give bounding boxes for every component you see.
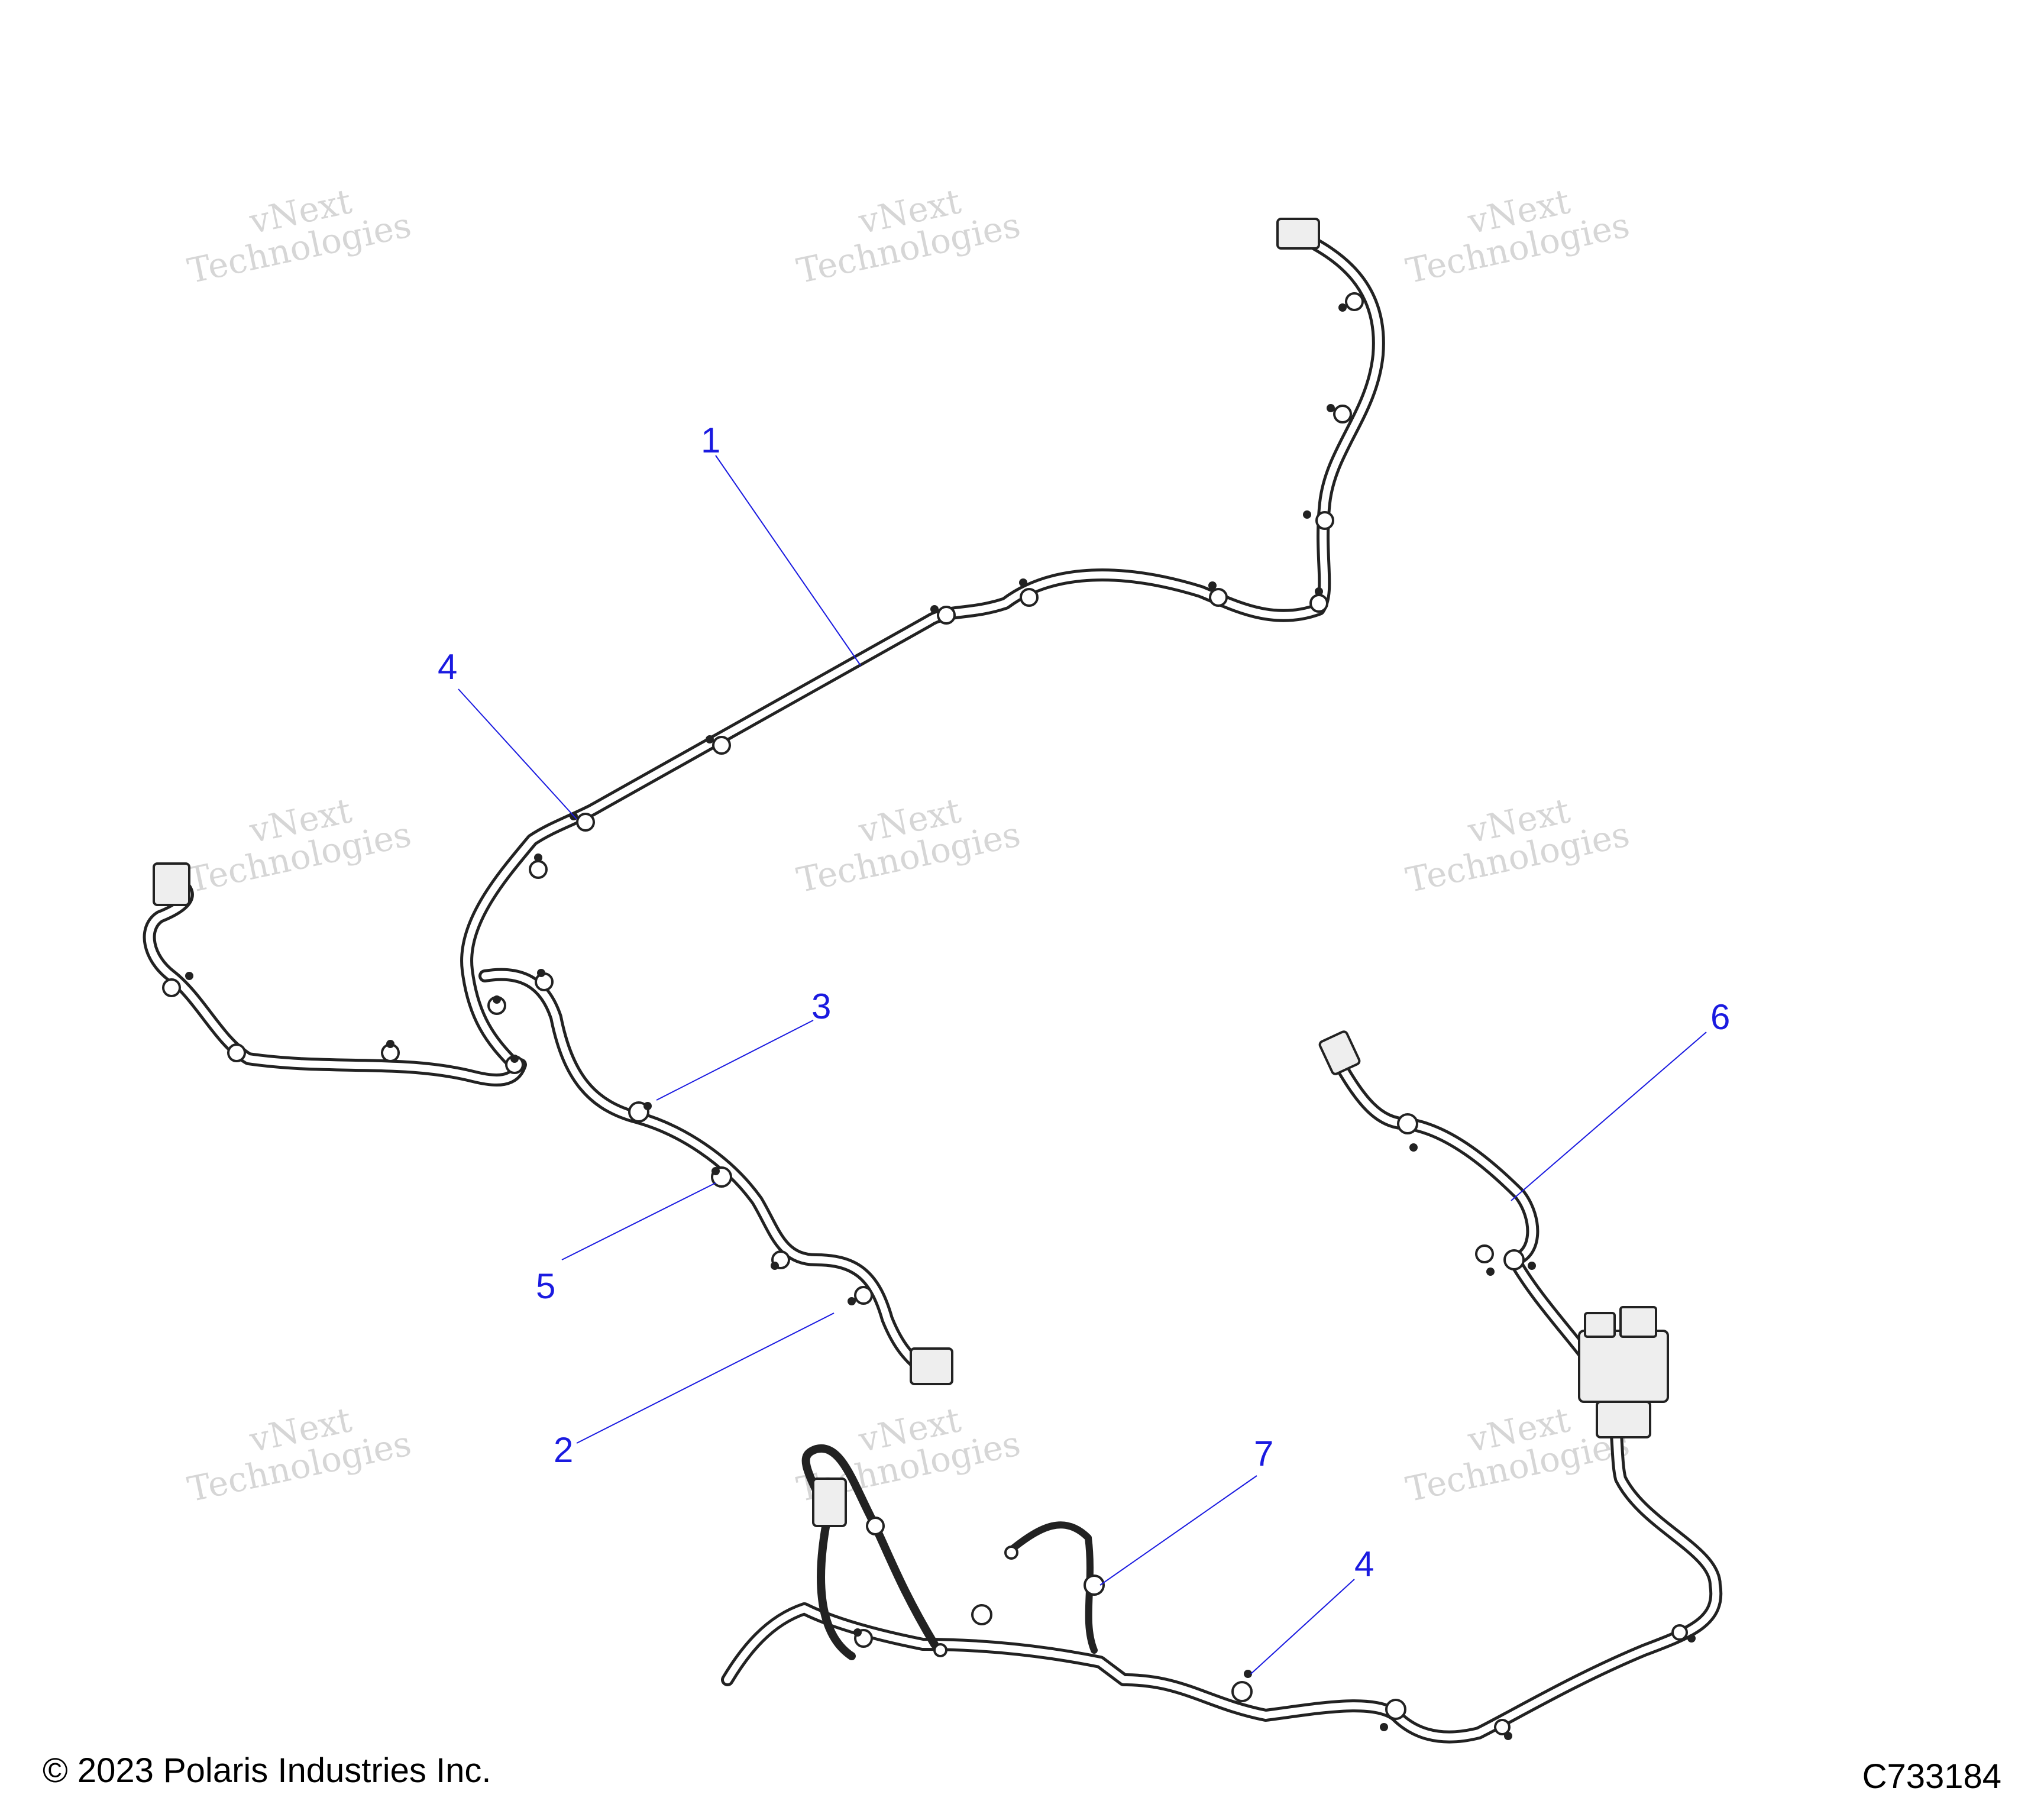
lower-harness (721, 1030, 1723, 1744)
bottom-connector (910, 1347, 953, 1385)
watermark: vNext Technologies (1402, 181, 1633, 291)
callout-leaders (458, 455, 1707, 1674)
top-connector (1276, 218, 1320, 250)
watermark: vNext Technologies (184, 1399, 415, 1509)
callout-4: 4 (1354, 1544, 1374, 1584)
callout-7: 7 (1254, 1434, 1273, 1473)
watermark-layer: vNext Technologies vNext Technologies vN… (184, 181, 1633, 1509)
leader-1 (715, 455, 861, 666)
copyright-notice: © 2023 Polaris Industries Inc. (43, 1751, 491, 1790)
callout-2: 2 (554, 1430, 573, 1470)
callout-1: 1 (701, 421, 720, 460)
lower-clips (853, 1113, 1696, 1740)
watermark: vNext Technologies (793, 181, 1024, 291)
callout-labels: 1 4 3 5 2 6 7 4 (438, 421, 1730, 1584)
leader-4b (1250, 1579, 1355, 1674)
leader-3 (656, 1020, 814, 1101)
callout-6: 6 (1710, 997, 1730, 1037)
watermark: vNext Technologies (184, 790, 415, 900)
watermark: vNext Technologies (793, 790, 1024, 900)
callout-4: 4 (438, 647, 457, 687)
leader-6 (1511, 1032, 1707, 1201)
callout-3: 3 (811, 987, 831, 1026)
harness-clips (162, 292, 1364, 1305)
watermark: vNext Technologies (184, 181, 415, 291)
leader-5 (561, 1182, 716, 1260)
fuse-box (1578, 1306, 1669, 1438)
leader-4a (458, 688, 577, 820)
upper-connector (1318, 1030, 1361, 1075)
main-harness (143, 218, 1385, 1385)
leader-7 (1099, 1475, 1257, 1586)
part-number: C733184 (1862, 1757, 2001, 1796)
watermark: vNext Technologies (1402, 790, 1633, 900)
left-connector (153, 862, 190, 906)
loop-connector (812, 1477, 847, 1527)
callout-5: 5 (536, 1266, 555, 1306)
leader-2 (576, 1312, 835, 1444)
